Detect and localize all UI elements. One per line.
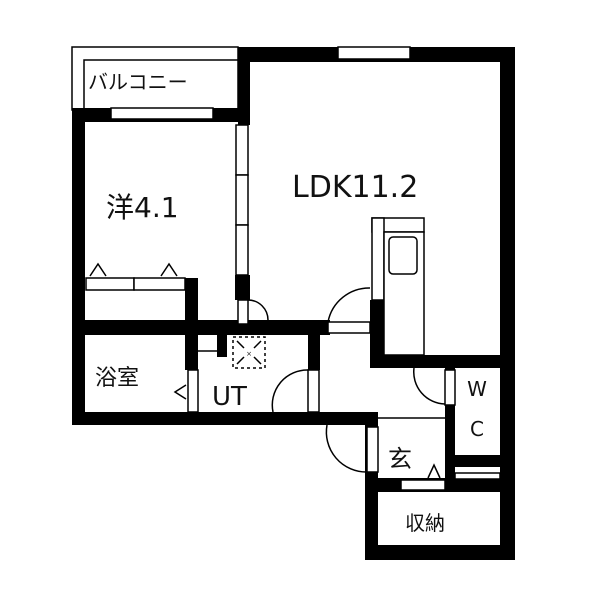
- sliding-door[interactable]: [235, 124, 249, 276]
- walls: [72, 47, 515, 560]
- kitchen-counter: [371, 217, 425, 356]
- svg-text:×: ×: [246, 350, 252, 358]
- ldk-label: LDK11.2: [292, 170, 418, 205]
- entrance-label: 玄: [388, 445, 412, 473]
- washer-space-icon: ×: [232, 336, 266, 369]
- balcony-inner: [83, 59, 239, 111]
- sink-icon: [388, 236, 418, 275]
- wc-door[interactable]: [413, 367, 456, 406]
- wc-label-w: W: [467, 377, 487, 401]
- balcony-label: バルコニー: [88, 70, 188, 94]
- entrance-shelf: [400, 479, 446, 491]
- ldk-door[interactable]: [327, 287, 371, 334]
- wc-window: [454, 472, 501, 480]
- bath-door[interactable]: [173, 369, 199, 413]
- bedroom-door[interactable]: [237, 299, 269, 325]
- bedroom-window: [110, 107, 214, 120]
- entrance-door[interactable]: [325, 424, 441, 479]
- wc-label-c: C: [470, 417, 484, 441]
- utility-label: UT: [212, 382, 247, 412]
- western-room-label: 洋4.1: [106, 191, 179, 224]
- closet[interactable]: [85, 262, 186, 291]
- storage-label: 収納: [405, 511, 445, 535]
- ldk-window: [337, 46, 411, 60]
- bath-label: 浴室: [95, 366, 139, 391]
- utility-door[interactable]: [271, 369, 320, 413]
